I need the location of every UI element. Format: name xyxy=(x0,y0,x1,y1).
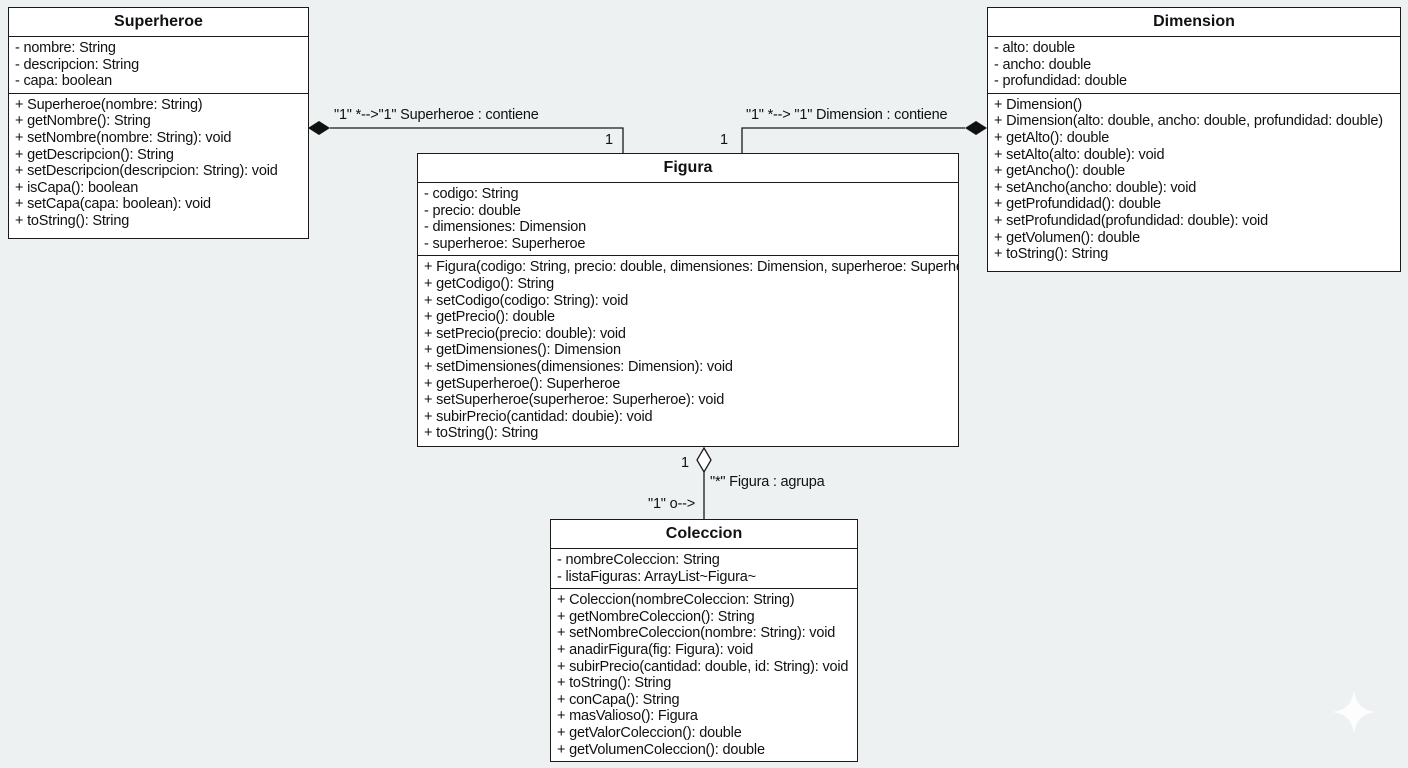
attribute: - descripcion: String xyxy=(15,56,139,73)
attribute: - alto: double xyxy=(994,40,1076,56)
method: + Superheroe(nombre: String) xyxy=(15,96,203,113)
method: + getNombre(): String xyxy=(15,113,151,130)
class-title: Figura xyxy=(418,154,958,183)
method: + masValioso(): Figura xyxy=(557,708,698,725)
method: + setCapa(capa: boolean): void xyxy=(15,196,211,213)
method: + Figura(codigo: String, precio: double,… xyxy=(424,259,959,276)
method: + toString(): String xyxy=(15,212,130,229)
attribute: - dimensiones: Dimension xyxy=(424,219,587,236)
method: + Coleccion(nombreColeccion: String) xyxy=(557,592,795,609)
method: + setProfundidad(profundidad: double): v… xyxy=(994,212,1268,229)
method: + subirPrecio(cantidad: doubie): void xyxy=(424,408,653,425)
attributes-section: - alto: double - ancho: double - profund… xyxy=(988,37,1400,94)
attributes-section: - codigo: String - precio: double - dime… xyxy=(418,183,958,257)
class-coleccion: Coleccion - nombreColeccion: String - li… xyxy=(550,519,858,762)
method: + anadirFigura(fig: Figura): void xyxy=(557,641,754,658)
attribute: - codigo: String xyxy=(424,186,519,202)
method: + toString(): String xyxy=(424,425,539,442)
method: + setAncho(ancho: double): void xyxy=(994,179,1197,196)
method: + getCodigo(): String xyxy=(424,275,554,292)
attribute: - listaFiguras: ArrayList~Figura~ xyxy=(557,568,756,585)
class-title: Dimension xyxy=(988,8,1400,37)
method: + getNombreColeccion(): String xyxy=(557,608,755,625)
class-title: Superheroe xyxy=(9,8,308,37)
method: + getPrecio(): double xyxy=(424,309,555,326)
method: + getAlto(): double xyxy=(994,129,1110,146)
class-title: Coleccion xyxy=(551,520,857,549)
method: + conCapa(): String xyxy=(557,691,680,708)
method: + setPrecio(precio: double): void xyxy=(424,325,626,342)
method: + toString(): String xyxy=(557,675,672,692)
relation-label-dimension: "1" *--> "1" Dimension : contiene xyxy=(746,107,948,123)
attribute: - superheroe: Superheroe xyxy=(424,235,586,252)
sparkle-icon xyxy=(1332,690,1376,734)
method: + Dimension() xyxy=(994,96,1083,113)
attribute: - nombre: String xyxy=(15,40,116,56)
class-dimension: Dimension - alto: double - ancho: double… xyxy=(987,7,1401,272)
multiplicity-superheroe-figura: 1 xyxy=(605,132,613,148)
dimension-figura-line xyxy=(741,127,965,153)
multiplicity-figura-coleccion: 1 xyxy=(681,455,689,471)
method: + setDescripcion(descripcion: String): v… xyxy=(15,163,278,180)
method: + setDimensiones(dimensiones: Dimension)… xyxy=(424,358,733,375)
method: + getVolumen(): double xyxy=(994,229,1140,246)
methods-section: + Superheroe(nombre: String) + getNombre… xyxy=(9,94,308,233)
relation-label-superheroe: "1" *-->"1" Superheroe : contiene xyxy=(334,107,539,123)
class-superheroe: Superheroe - nombre: String - descripcio… xyxy=(8,7,309,239)
method: + setNombreColeccion(nombre: String): vo… xyxy=(557,625,836,642)
method: + getVolumenColeccion(): double xyxy=(557,741,765,758)
methods-section: + Figura(codigo: String, precio: double,… xyxy=(418,256,958,445)
method: + setCodigo(codigo: String): void xyxy=(424,292,629,309)
method: + Dimension(alto: double, ancho: double,… xyxy=(994,113,1383,130)
method: + setAlto(alto: double): void xyxy=(994,146,1165,163)
composition-diamond-dimension xyxy=(965,121,987,135)
relation-label-figura: "*" Figura : agrupa xyxy=(710,474,825,490)
method: + setNombre(nombre: String): void xyxy=(15,129,232,146)
class-figura: Figura - codigo: String - precio: double… xyxy=(417,153,959,447)
method: + getDescripcion(): String xyxy=(15,146,174,163)
relation-source-label-coleccion: "1" o--> xyxy=(648,496,695,512)
attributes-section: - nombre: String - descripcion: String -… xyxy=(9,37,308,94)
method: + getSuperheroe(): Superheroe xyxy=(424,375,621,392)
method: + getAncho(): double xyxy=(994,163,1126,180)
superheroe-figura-line xyxy=(330,127,624,153)
composition-diamond-superheroe xyxy=(308,121,330,135)
aggregation-diamond-figura xyxy=(696,446,712,474)
methods-section: + Coleccion(nombreColeccion: String) + g… xyxy=(551,589,857,761)
multiplicity-dimension-figura: 1 xyxy=(720,132,728,148)
methods-section: + Dimension() + Dimension(alto: double, … xyxy=(988,94,1400,266)
attribute: - precio: double xyxy=(424,202,521,219)
attribute: - profundidad: double xyxy=(994,73,1127,90)
attributes-section: - nombreColeccion: String - listaFiguras… xyxy=(551,549,857,590)
attribute: - capa: boolean xyxy=(15,73,112,90)
method: + subirPrecio(cantidad: double, id: Stri… xyxy=(557,658,849,675)
attribute: - nombreColeccion: String xyxy=(557,552,720,568)
method: + getProfundidad(): double xyxy=(994,196,1161,213)
method: + setSuperheroe(superheroe: Superheroe):… xyxy=(424,392,725,409)
method: + toString(): String xyxy=(994,246,1109,263)
method: + getValorColeccion(): double xyxy=(557,724,742,741)
method: + getDimensiones(): Dimension xyxy=(424,342,621,359)
attribute: - ancho: double xyxy=(994,56,1091,73)
method: + isCapa(): boolean xyxy=(15,179,139,196)
